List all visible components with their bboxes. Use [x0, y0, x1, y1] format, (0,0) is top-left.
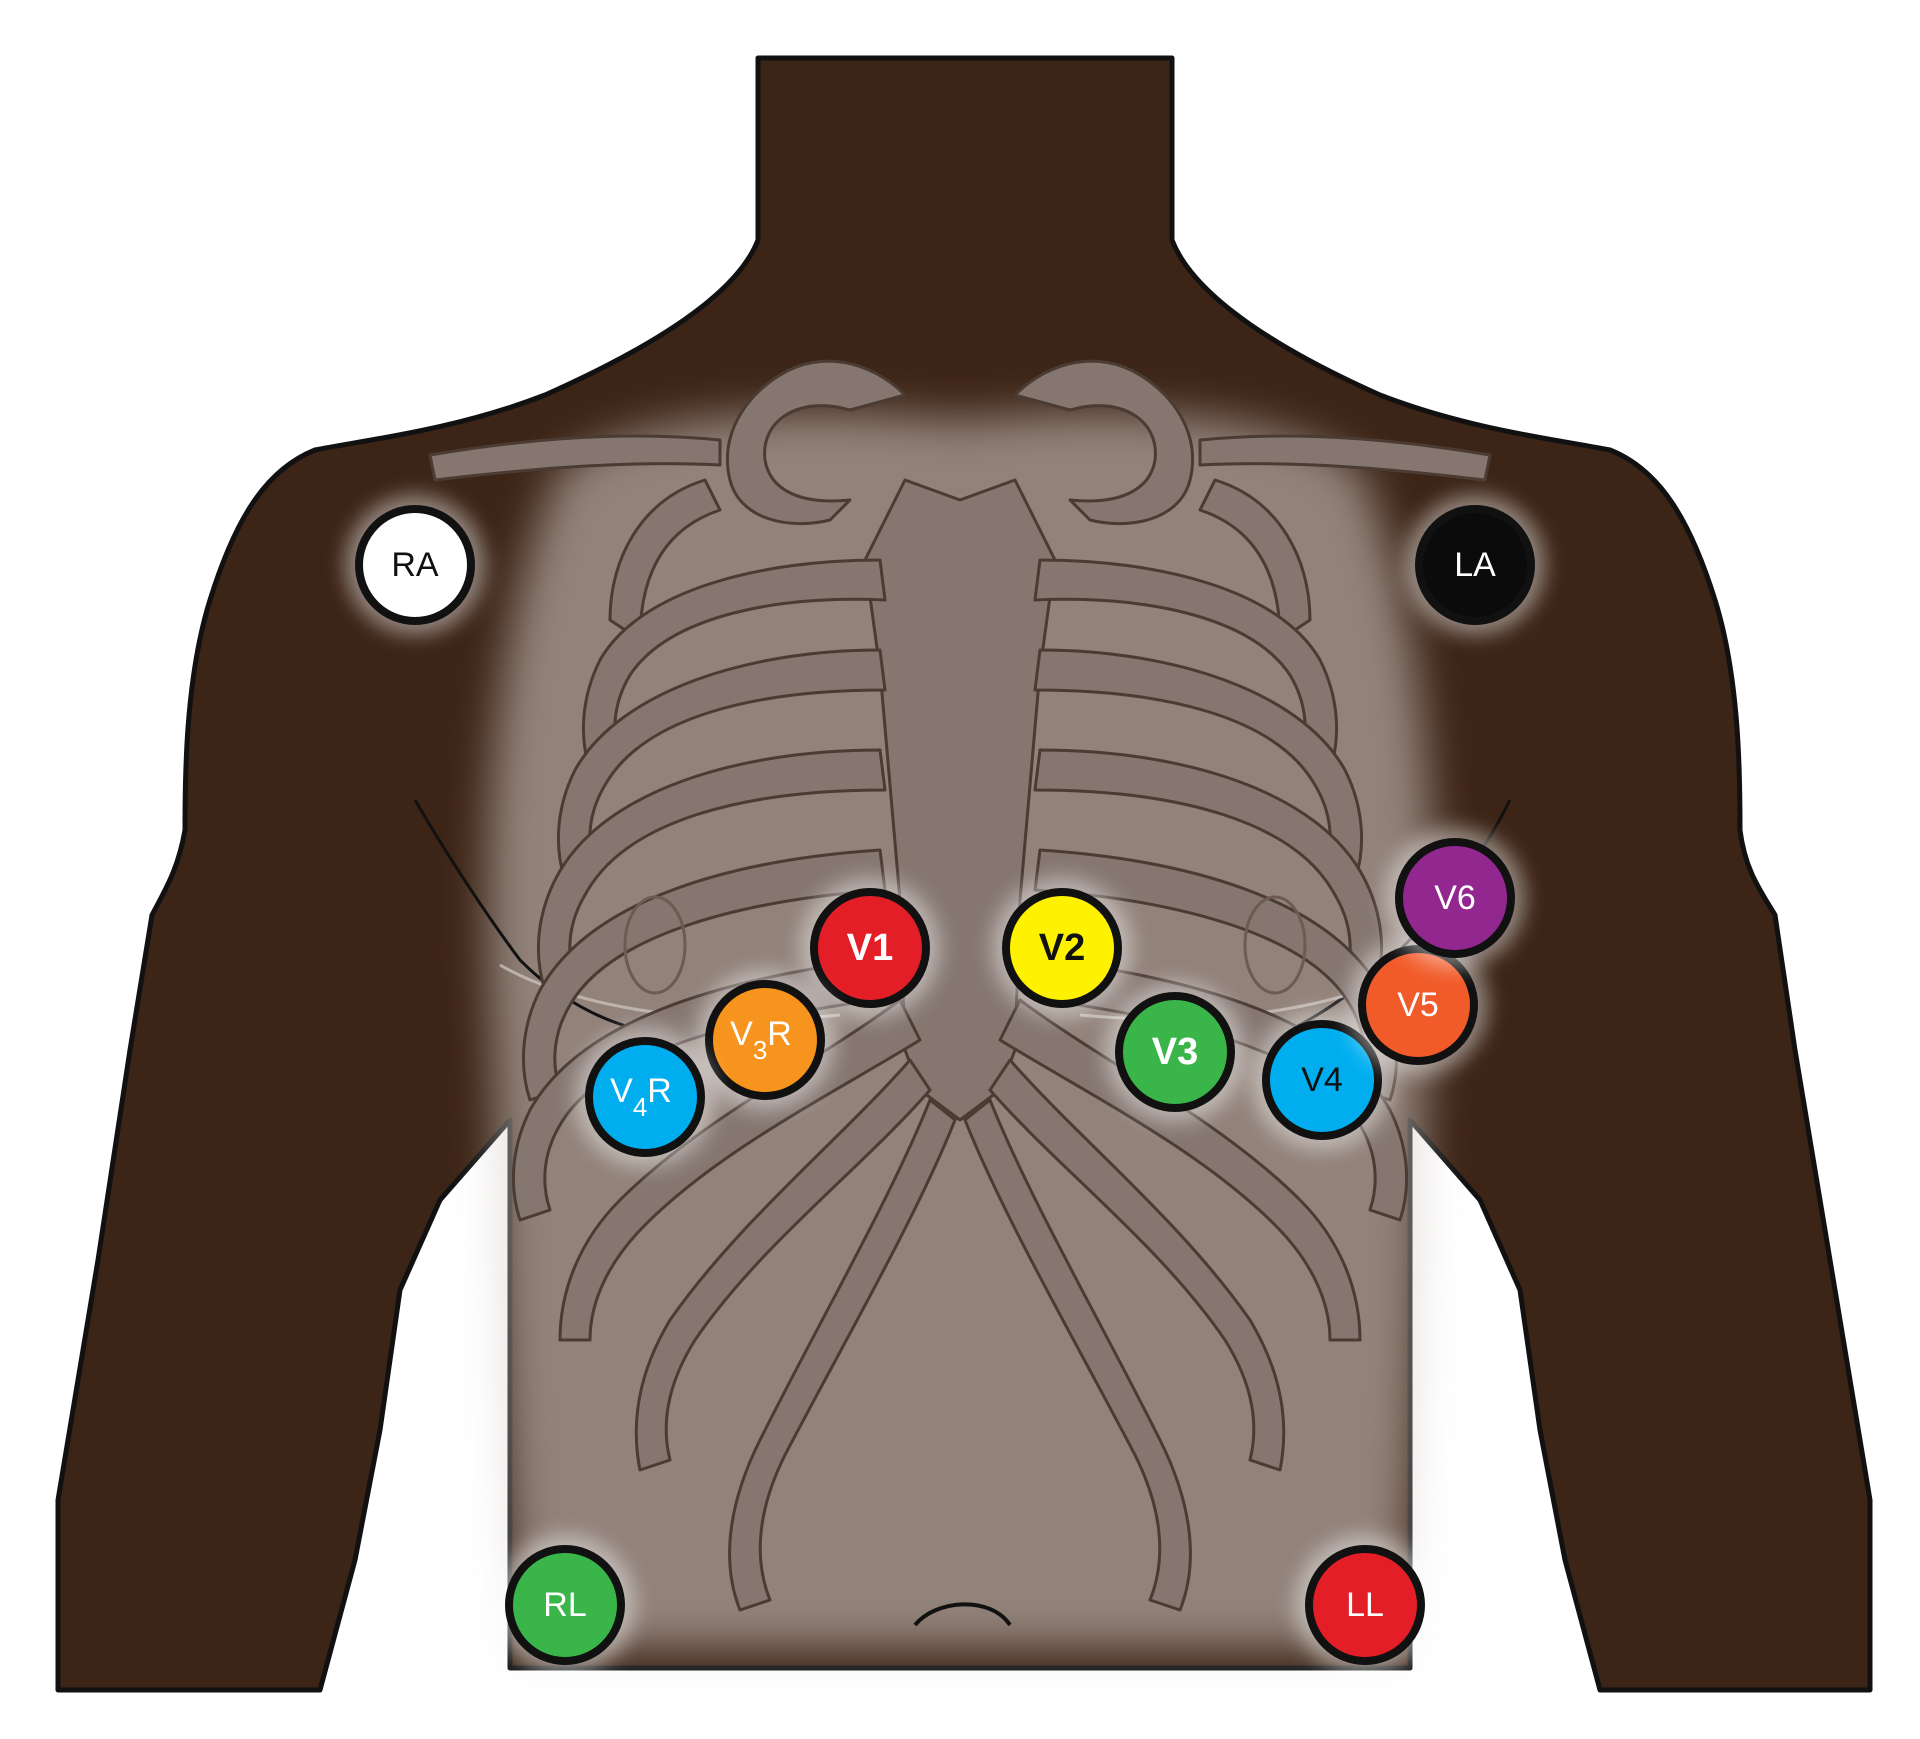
electrode-label-subscript: 4 [633, 1092, 647, 1122]
electrode-la: LA [1405, 495, 1545, 635]
electrode-v5: V5 [1348, 935, 1488, 1075]
right-nipple [623, 895, 687, 995]
pectoral-line-right [413, 799, 641, 1032]
electrode-label: V4 [1301, 1061, 1343, 1099]
electrode-label: V2 [1039, 927, 1085, 969]
electrode-disc [355, 505, 475, 625]
electrode-label: V3R [730, 1015, 792, 1065]
electrode-disc [705, 980, 825, 1100]
electrode-disc [1002, 888, 1122, 1008]
electrode-label-main: V [730, 1015, 753, 1053]
navel [913, 1602, 1012, 1627]
electrode-label: RL [543, 1586, 586, 1624]
electrode-v4r: V4R [575, 1027, 715, 1167]
electrode-disc [1305, 1545, 1425, 1665]
electrode-label: RA [391, 546, 439, 584]
electrode-label: V5 [1397, 986, 1439, 1024]
electrode-disc [1262, 1020, 1382, 1140]
electrode-disc [810, 888, 930, 1008]
right-clavicle [428, 434, 722, 482]
electrode-label: V4R [610, 1072, 672, 1122]
electrode-label-subscript: 3 [753, 1035, 767, 1065]
electrode-label-suffix: R [647, 1072, 672, 1110]
electrode-disc [585, 1037, 705, 1157]
electrode-v1: V1 [800, 878, 940, 1018]
electrode-label: V3 [1152, 1031, 1198, 1073]
electrode-rl: RL [495, 1535, 635, 1675]
electrode-v6: V6 [1385, 828, 1525, 968]
electrode-label-suffix: R [767, 1015, 792, 1053]
electrode-disc [1395, 838, 1515, 958]
electrode-disc [505, 1545, 625, 1665]
electrode-ll: LL [1295, 1535, 1435, 1675]
electrode-label: LA [1454, 546, 1496, 584]
electrode-disc [1115, 992, 1235, 1112]
left-nipple [1243, 895, 1307, 995]
right-first-rib-hook [725, 359, 907, 526]
left-first-rib-hook [1013, 359, 1195, 526]
electrode-v3r: V3R [695, 970, 835, 1110]
electrode-label-main: V [610, 1072, 633, 1110]
electrode-ra: RA [345, 495, 485, 635]
electrode-v2: V2 [992, 878, 1132, 1018]
electrode-label: V1 [847, 927, 893, 969]
electrode-v3: V3 [1105, 982, 1245, 1122]
electrode-disc [1415, 505, 1535, 625]
left-clavicle [1198, 434, 1492, 482]
electrode-v4: V4 [1252, 1010, 1392, 1150]
electrode-label: V6 [1434, 879, 1476, 917]
electrode-label: LL [1346, 1586, 1384, 1624]
